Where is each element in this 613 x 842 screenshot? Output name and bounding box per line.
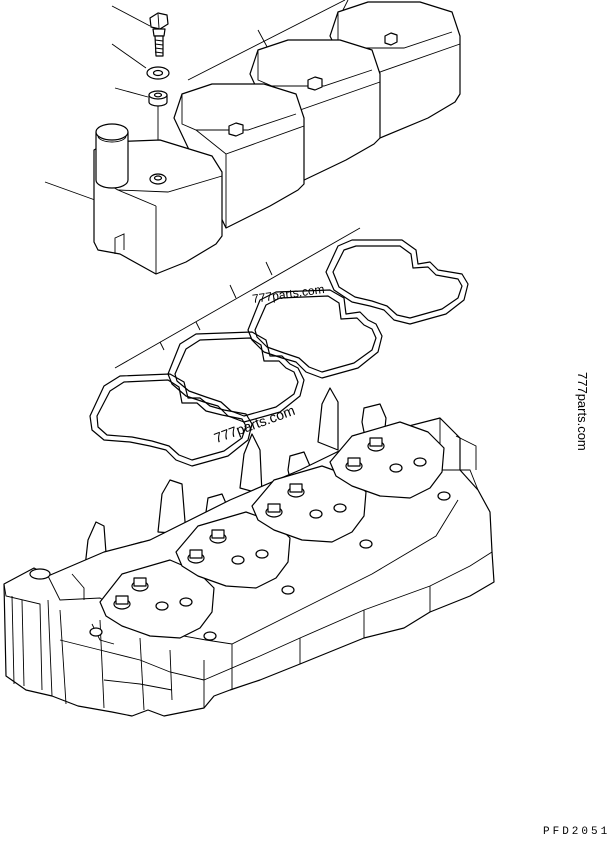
- seal-ring: [148, 90, 168, 107]
- rocker-cover-gasket-4: [325, 239, 469, 325]
- rocker-cover-gasket-1: [89, 373, 253, 467]
- cylinder-head: [3, 387, 495, 717]
- rocker-cover-1: [93, 123, 223, 275]
- leader-lines: [44, 0, 361, 369]
- cover-bolt: [149, 12, 169, 57]
- rocker-cover-2: [173, 83, 305, 229]
- rocker-cover-4: [329, 1, 461, 139]
- rocker-cover-gasket-2: [167, 331, 305, 423]
- rocker-cover-gasket-3: [247, 289, 383, 379]
- washer: [146, 66, 170, 80]
- drawing-code: PFD2051: [543, 826, 611, 838]
- watermark-text: 777parts.com: [575, 372, 590, 451]
